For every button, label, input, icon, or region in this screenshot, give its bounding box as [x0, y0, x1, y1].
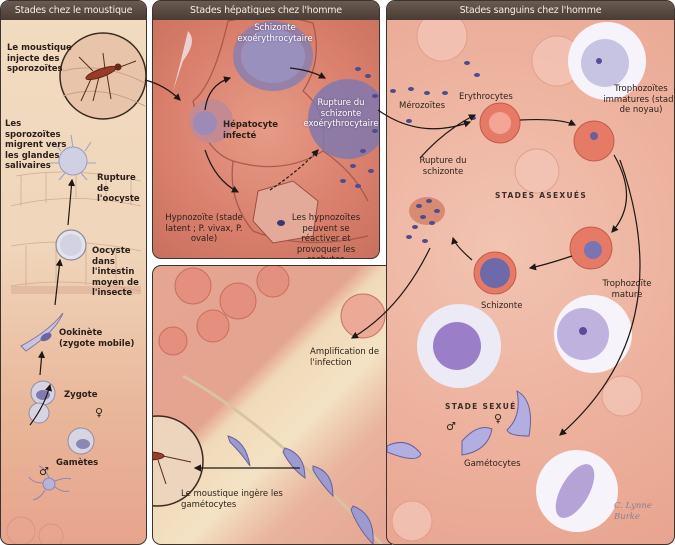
- mosquito-panel-art: [6, 32, 146, 544]
- lower-blood-region: Le moustique ingère les gamétocytes: [152, 265, 392, 545]
- label-sexual-stage: STADE SEXUÉ: [445, 402, 517, 411]
- mosquito-icon: [78, 52, 137, 102]
- schizont-rupture: [308, 79, 379, 159]
- female-symbol-blood: ♀: [494, 412, 503, 425]
- label-hypnozoite-relapse: Les hypnozoïtes peuvent se réactiver et …: [291, 213, 361, 258]
- label-sporozoites-migrate: Les sporozoïtes migrent vers les glandes…: [5, 119, 67, 171]
- female-gamete-2: [28, 402, 50, 424]
- male-symbol: ♂: [39, 465, 49, 478]
- label-oocyst-rupture: Rupture de l'oocyste: [97, 173, 140, 204]
- label-erythrocytes: Erythrocytes: [459, 92, 513, 102]
- label-oocyst: Oocyste dans l'intestin moyen de l'insec…: [92, 246, 139, 298]
- vessel-wall: [182, 374, 384, 544]
- mosquito-panel-title: Stades chez le moustique: [1, 1, 146, 20]
- micrograph-gametocyte: [536, 450, 618, 532]
- blood-panel-art: [387, 10, 646, 542]
- mosquito-stages-panel: Stades chez le moustique: [0, 0, 147, 545]
- label-ookinete: Ookinète (zygote mobile): [59, 328, 135, 349]
- merozoite-cluster: [340, 67, 378, 188]
- gut-wall: [11, 286, 141, 294]
- female-symbol: ♀: [95, 406, 104, 419]
- label-amplification: Amplification de l'infection: [310, 347, 380, 368]
- immature-trophozoite-rbc: [573, 120, 615, 162]
- label-schizont: Schizonte: [481, 301, 523, 311]
- label-zygote: Zygote: [64, 390, 98, 400]
- schizont-rbc: [473, 251, 517, 295]
- mosquito-icon-2: [153, 451, 192, 485]
- blood-panel-title: Stades sanguins chez l'homme: [387, 1, 674, 20]
- label-schizont-rupture: Rupture du schizonte: [419, 156, 467, 177]
- liver-panel-title: Stades hépatiques chez l'homme: [153, 1, 379, 20]
- label-infected-hepatocyte: Hépatocyte infecté: [223, 120, 279, 141]
- sporozoite-entry: [173, 31, 192, 91]
- micrograph-mature-trophozoite: [554, 295, 632, 373]
- female-gamete: [67, 427, 95, 455]
- oocyst: [55, 229, 87, 261]
- male-gamete: [28, 465, 72, 501]
- label-mature-trophozoite: Trophozoïte mature: [602, 279, 652, 300]
- micrograph-schizont: [417, 304, 501, 388]
- label-gametocytes: Gamétocytes: [464, 459, 521, 469]
- liver-panel-art: [173, 15, 379, 244]
- blood-gametocytes: [387, 390, 531, 459]
- micrograph-immature-trophozoite: [568, 22, 646, 100]
- male-symbol-blood: ♂: [446, 420, 456, 433]
- blood-stages-panel: Stades sanguins chez l'homme: [386, 0, 675, 545]
- label-hypnozoite: Hypnozoïte (stade latent ; P. vivax, P. …: [165, 213, 243, 244]
- label-mosquito-ingests: Le moustique ingère les gamétocytes: [181, 489, 283, 510]
- mature-trophozoite-rbc: [569, 226, 613, 270]
- erythrocyte: [479, 102, 521, 144]
- schizont-rupture-cluster: [406, 197, 445, 243]
- background-rbcs: [391, 10, 643, 542]
- background-rbcs: [158, 266, 386, 356]
- ruptured-oocyst: [50, 134, 96, 181]
- label-immature-trophozoites: Trophozoïtes immatures (stade de noyau): [603, 84, 675, 115]
- label-gametes: Gamètes: [56, 458, 99, 468]
- ookinete: [20, 312, 64, 352]
- label-exo-schizont-rupture: Rupture du schizonte exoérythrocytaire: [303, 98, 379, 129]
- label-exo-schizont: Schizonte exoérythrocytaire: [237, 23, 313, 44]
- label-asexual-stages: STADES ASEXUÉS: [495, 191, 588, 200]
- artist-signature: C. Lynne Burke: [614, 501, 652, 522]
- zygote: [30, 380, 56, 406]
- liver-stages-panel: Stades hépatiques chez l'homme Schizonte…: [152, 0, 380, 259]
- mosquito-inject-magnifier: [59, 32, 146, 120]
- label-merozoites: Mérozoïtes: [399, 101, 446, 111]
- gametocyte-group: [227, 435, 374, 544]
- mosquito-ingest-magnifier: [153, 415, 204, 507]
- label-mosquito-injects: Le moustique injecte des sporozoïtes: [7, 43, 72, 74]
